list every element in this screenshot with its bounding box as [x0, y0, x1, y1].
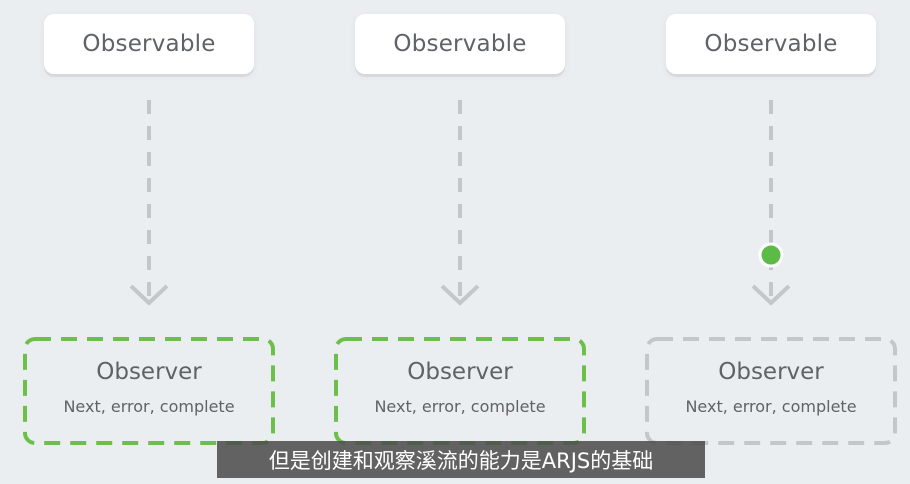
arrow-2	[440, 100, 480, 306]
observer-methods-1: Next, error, complete	[63, 396, 235, 416]
observer-box-3: Observer Next, error, complete	[645, 337, 897, 445]
observable-box-1: Observable	[44, 14, 254, 74]
observable-label-2: Observable	[393, 31, 527, 57]
observer-box-1: Observer Next, error, complete	[23, 337, 275, 445]
observable-label-1: Observable	[82, 31, 216, 57]
observer-border-2	[334, 337, 586, 445]
observer-border-1	[23, 337, 275, 445]
observer-title-2: Observer	[407, 358, 513, 385]
arrow-3	[751, 100, 791, 306]
observable-box-2: Observable	[355, 14, 565, 74]
event-dot	[758, 242, 784, 268]
video-subtitle: 但是创建和观察溪流的能力是ARJS的基础	[217, 441, 705, 478]
observer-title-1: Observer	[96, 358, 202, 385]
observer-methods-3: Next, error, complete	[685, 396, 857, 416]
observer-box-2: Observer Next, error, complete	[334, 337, 586, 445]
observable-label-3: Observable	[704, 31, 838, 57]
arrow-1	[129, 100, 169, 306]
observer-border-3	[645, 337, 897, 445]
observer-title-3: Observer	[718, 358, 824, 385]
observer-methods-2: Next, error, complete	[374, 396, 546, 416]
observable-box-3: Observable	[666, 14, 876, 74]
